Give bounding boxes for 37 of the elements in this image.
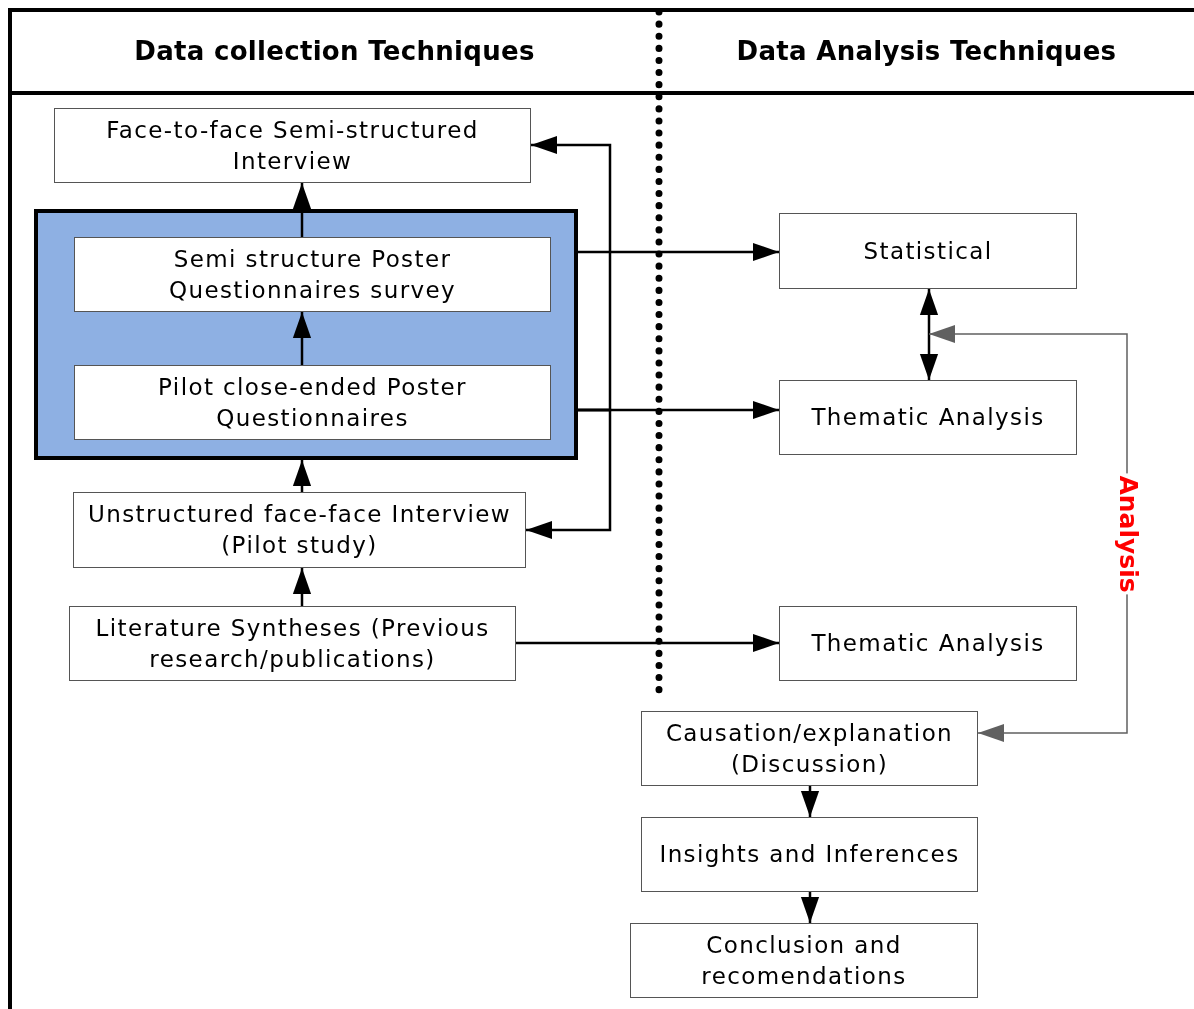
process-box <box>54 108 531 183</box>
arrow <box>526 408 612 540</box>
arrow <box>292 183 312 237</box>
box-text: Thematic Analysis <box>810 629 1046 658</box>
process-box <box>779 213 1077 289</box>
box-text: Statistical <box>862 236 994 266</box>
arrow <box>800 786 820 817</box>
process-box <box>630 923 978 998</box>
box-text: Face-to-face Semi-structured Interview <box>105 115 480 176</box>
process-box <box>641 817 978 892</box>
box-text: Causation/explanation (Discussion) <box>664 718 955 779</box>
arrow <box>578 242 779 262</box>
process-box <box>69 606 516 681</box>
arrow <box>516 633 779 653</box>
process-box <box>74 365 551 440</box>
arrow <box>531 135 612 412</box>
box-text: Pilot close-ended Poster Questionnaires <box>157 372 468 433</box>
box-text: Semi structure Poster Questionnaires survey <box>167 244 458 305</box>
box-text: Conclusion and recomendations <box>700 930 908 991</box>
arrow <box>800 892 820 923</box>
box-text: Unstructured face-face Interview (Pilot study) <box>87 500 512 560</box>
process-box <box>779 606 1077 681</box>
column-heading: Data collection Techniques <box>134 36 535 66</box>
process-box <box>779 380 1077 455</box>
arrow <box>292 460 312 492</box>
arrow <box>919 289 939 380</box>
box-text: Insights and Inferences <box>658 840 961 869</box>
process-box <box>641 711 978 786</box>
edge-label: Analysis <box>1113 472 1142 595</box>
group-box <box>34 209 578 460</box>
box-text: Literature Syntheses (Previous research/publications) <box>94 613 491 674</box>
box-text: Thematic Analysis <box>810 403 1046 432</box>
arrow <box>292 312 312 365</box>
column-heading: Data Analysis Techniques <box>736 36 1117 66</box>
arrow <box>292 568 312 606</box>
process-box <box>73 492 526 568</box>
process-box <box>74 237 551 312</box>
